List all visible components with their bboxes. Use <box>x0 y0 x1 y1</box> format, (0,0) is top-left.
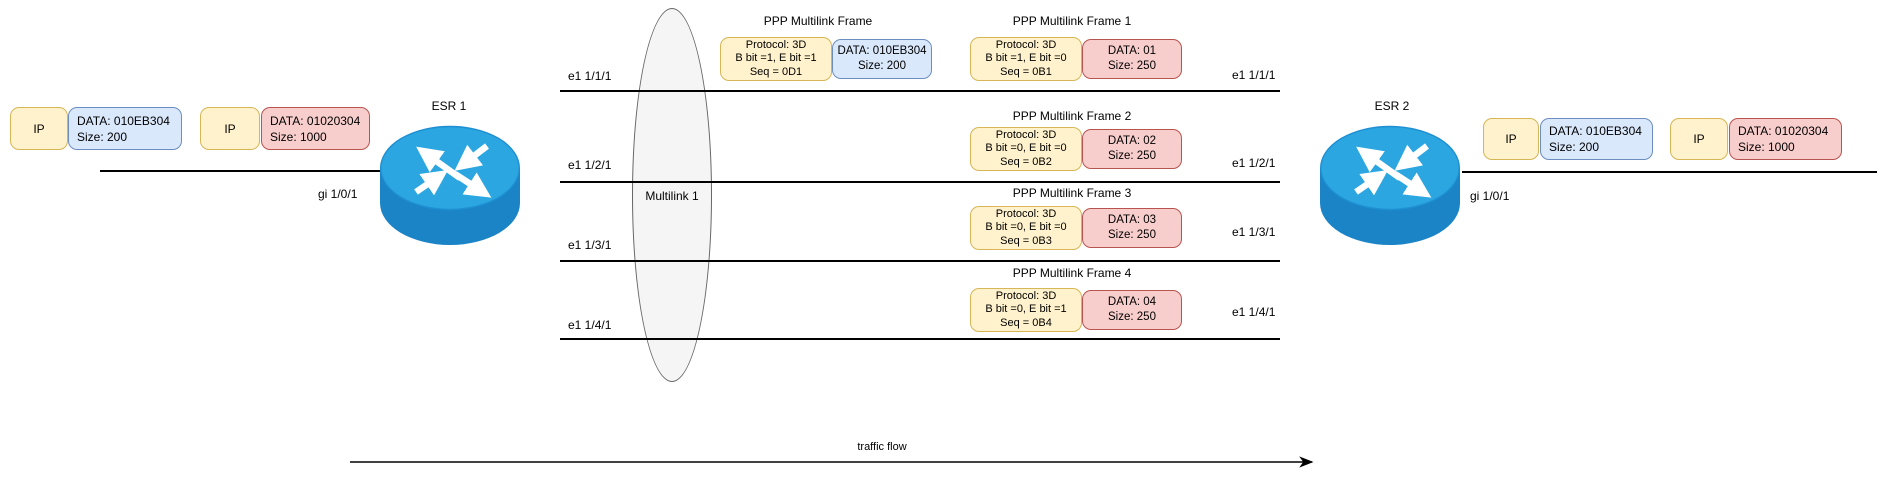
fragment3-data: DATA: 03 <box>1107 214 1157 226</box>
fragment4-title: PPP Multilink Frame 4 <box>1012 266 1132 280</box>
e1-left-label-4: e1 1/4/1 <box>568 318 612 332</box>
original-frame-protocol: Protocol: 3D <box>745 38 807 51</box>
right-packet1-data-box: DATA: 010EB304 Size: 200 <box>1540 118 1653 160</box>
fragment4-bits: B bit =0, E bit =1 <box>985 303 1067 316</box>
fragment4-protocol: Protocol: 3D <box>995 289 1057 302</box>
fragment2-data: DATA: 02 <box>1107 135 1157 147</box>
right-packet2-data: DATA: 01020304 <box>1738 124 1829 138</box>
e1-link-line-1 <box>560 90 1280 92</box>
fragment3-header-box: Protocol: 3D B bit =0, E bit =0 Seq = 0B… <box>970 206 1082 250</box>
fragment1-seq: Seq = 0B1 <box>1000 65 1052 78</box>
fragment2-protocol: Protocol: 3D <box>995 128 1057 141</box>
fragment3-bits: B bit =0, E bit =0 <box>985 221 1067 234</box>
e1-right-label-3: e1 1/3/1 <box>1232 225 1276 239</box>
fragment1-bits: B bit =1, E bit =0 <box>985 52 1067 65</box>
fragment3-protocol: Protocol: 3D <box>995 207 1057 220</box>
fragment3-size: Size: 250 <box>1108 229 1156 241</box>
e1-link-line-3 <box>560 260 1280 262</box>
right-gi-interface-label: gi 1/0/1 <box>1470 189 1510 203</box>
fragment4-header-box: Protocol: 3D B bit =0, E bit =1 Seq = 0B… <box>970 288 1082 332</box>
e1-left-label-1: e1 1/1/1 <box>568 69 612 83</box>
e1-right-label-2: e1 1/2/1 <box>1232 156 1276 170</box>
left-packet1-ip-box: IP <box>10 107 68 150</box>
fragment1-title: PPP Multilink Frame 1 <box>1012 14 1132 28</box>
traffic-flow-label: traffic flow <box>857 441 907 453</box>
right-packet1-ip-label: IP <box>1505 132 1517 146</box>
fragment4-data-box: DATA: 04 Size: 250 <box>1082 290 1182 330</box>
right-packet1-ip-box: IP <box>1483 118 1539 160</box>
fragment1-data-box: DATA: 01 Size: 250 <box>1082 39 1182 79</box>
original-frame-seq: Seq = 0D1 <box>749 65 803 78</box>
right-packet2-ip-box: IP <box>1670 118 1728 160</box>
right-packet1-size: Size: 200 <box>1549 140 1600 154</box>
e1-left-label-2: e1 1/2/1 <box>568 158 612 172</box>
left-packet2-ip-box: IP <box>200 107 260 150</box>
left-packet2-ip-label: IP <box>224 121 236 136</box>
esr2-name-label: ESR 2 <box>1374 99 1410 113</box>
right-packet2-data-box: DATA: 01020304 Size: 1000 <box>1729 118 1842 160</box>
e1-right-label-1: e1 1/1/1 <box>1232 68 1276 82</box>
fragment2-title: PPP Multilink Frame 2 <box>1012 109 1132 123</box>
right-packet1-data: DATA: 010EB304 <box>1549 124 1642 138</box>
e1-link-line-4 <box>560 338 1280 340</box>
original-frame-bits: B bit =1, E bit =1 <box>735 52 817 65</box>
right-packet2-ip-label: IP <box>1693 132 1705 146</box>
fragment1-size: Size: 250 <box>1108 60 1156 72</box>
left-packet2-data-box: DATA: 01020304 Size: 1000 <box>261 107 370 150</box>
fragment3-seq: Seq = 0B3 <box>1000 234 1052 247</box>
original-frame-header-box: Protocol: 3D B bit =1, E bit =1 Seq = 0D… <box>720 37 832 81</box>
left-gi-interface-label: gi 1/0/1 <box>318 187 358 201</box>
e1-right-label-4: e1 1/4/1 <box>1232 305 1276 319</box>
fragment2-size: Size: 250 <box>1108 150 1156 162</box>
left-packet2-data: DATA: 01020304 <box>270 113 361 128</box>
multilink-bundle-ellipse <box>632 8 712 382</box>
fragment4-data: DATA: 04 <box>1107 296 1157 308</box>
left-gi-wire <box>100 170 381 172</box>
fragment2-bits: B bit =0, E bit =0 <box>985 142 1067 155</box>
left-packet1-data: DATA: 010EB304 <box>77 113 170 128</box>
fragment1-protocol: Protocol: 3D <box>995 38 1057 51</box>
esr1-name-label: ESR 1 <box>431 99 467 113</box>
fragment1-header-box: Protocol: 3D B bit =1, E bit =0 Seq = 0B… <box>970 37 1082 81</box>
fragment4-size: Size: 250 <box>1108 311 1156 323</box>
fragment1-data: DATA: 01 <box>1107 45 1157 57</box>
original-frame-data: DATA: 010EB304 <box>837 45 927 57</box>
esr1-router-icon <box>380 122 520 247</box>
fragment2-seq: Seq = 0B2 <box>1000 155 1052 168</box>
left-packet2-size: Size: 1000 <box>270 129 327 144</box>
e1-link-line-2 <box>560 181 1280 183</box>
right-gi-wire <box>1462 171 1877 173</box>
original-frame-data-box: DATA: 010EB304 Size: 200 <box>832 39 932 79</box>
original-frame-size: Size: 200 <box>858 60 906 72</box>
right-packet2-size: Size: 1000 <box>1738 140 1795 154</box>
left-packet1-ip-label: IP <box>33 121 45 136</box>
fragment3-data-box: DATA: 03 Size: 250 <box>1082 208 1182 248</box>
multilink-bundle-label: Multilink 1 <box>645 189 699 203</box>
fragment2-header-box: Protocol: 3D B bit =0, E bit =0 Seq = 0B… <box>970 127 1082 171</box>
traffic-flow-arrow <box>350 450 1325 474</box>
left-packet1-size: Size: 200 <box>77 129 128 144</box>
esr2-router-icon <box>1320 122 1460 247</box>
original-frame-title: PPP Multilink Frame <box>763 14 873 28</box>
left-packet1-data-box: DATA: 010EB304 Size: 200 <box>68 107 182 150</box>
fragment3-title: PPP Multilink Frame 3 <box>1012 186 1132 200</box>
fragment4-seq: Seq = 0B4 <box>1000 316 1052 329</box>
fragment2-data-box: DATA: 02 Size: 250 <box>1082 129 1182 169</box>
e1-left-label-3: e1 1/3/1 <box>568 238 612 252</box>
